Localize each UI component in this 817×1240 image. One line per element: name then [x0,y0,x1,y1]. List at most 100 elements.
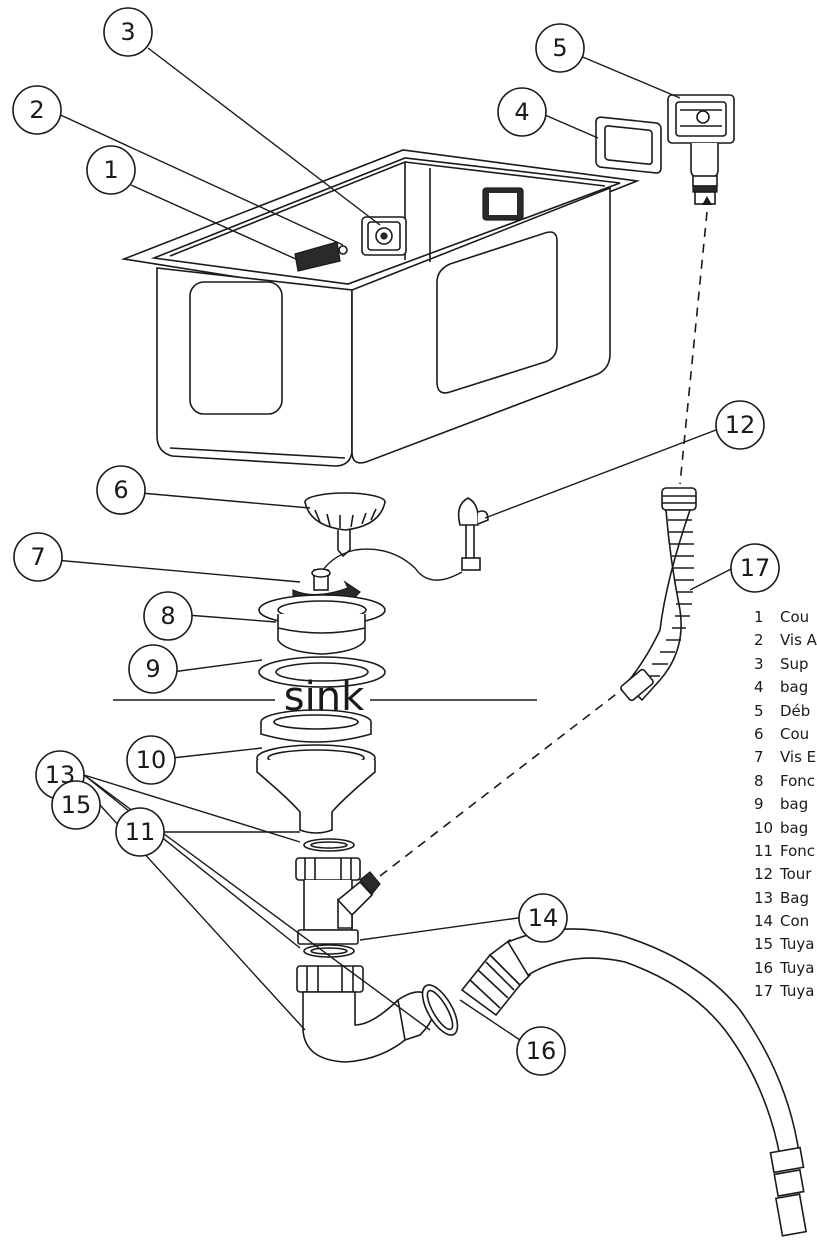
callout-1-number: 1 [103,156,118,184]
callout-10: 10 [126,735,176,785]
legend-row: 3 Sup [754,653,817,676]
legend-label: Fonc [780,771,816,790]
legend-label: Cou [780,608,810,626]
callout-6: 6 [96,465,146,515]
part-17-corrugated-hose [620,487,697,702]
part-15-trap [296,965,436,1063]
callout-8: 8 [143,591,193,641]
callout-12-number: 12 [725,411,756,439]
part-2-screw [338,245,348,255]
callout-4-number: 4 [514,98,529,126]
callout-17-number: 17 [740,554,771,582]
callout-9: 9 [128,644,178,694]
legend-number: 11 [754,841,774,860]
part-6-strainer [304,492,386,558]
sink-basin [120,149,641,467]
callout-11: 11 [115,807,165,857]
callout-11-number: 11 [125,818,156,846]
legend-row: 7 Vis E [754,746,817,769]
legend-row: 9 bag [754,793,817,816]
legend-row: 11 Fonc [754,840,817,863]
legend-row: 13 Bag [754,887,817,910]
legend-label: Vis E [780,748,817,767]
legend-row: 10 bag [754,817,817,840]
callout-2: 2 [12,85,62,135]
callout-16: 16 [516,1026,566,1076]
part-1-cover [294,241,341,272]
callout-15: 15 [51,780,101,830]
legend-number: 16 [754,958,774,977]
legend-number: 14 [754,912,774,931]
legend-row: 1 Cou [754,606,817,629]
legend-label: Con [780,912,810,931]
legend-number: 17 [754,982,774,1001]
part-14-connector [295,857,381,945]
callout-12: 12 [715,400,765,450]
legend-number: 12 [754,865,774,884]
part-9-gasket [258,656,386,688]
part-13-gasket-b [303,944,355,958]
part-11-funnel [256,744,376,834]
callout-14-number: 14 [528,904,559,932]
legend-label: Tuya [780,935,815,954]
legend-label: Bag [780,888,810,907]
legend-number: 5 [754,701,764,720]
legend-label: Cou [780,724,810,743]
part-5-overflow [667,94,735,205]
part-12-knob [319,497,489,581]
legend-row: 5 Déb [754,700,817,723]
callout-5: 5 [535,23,585,73]
callout-1: 1 [86,145,136,195]
legend-label: Fonc [780,841,816,860]
legend-label: bag [780,795,809,814]
part-4-gasket [595,116,662,174]
legend-row: 6 Cou [754,723,817,746]
legend-row: 8 Fonc [754,770,817,793]
legend-row: 17 Tuya [754,980,817,1003]
legend-number: 8 [754,771,764,790]
part-13-gasket-c [421,984,459,1036]
legend-row: 12 Tour [754,863,817,886]
callout-15-number: 15 [61,791,92,819]
callout-8-number: 8 [160,602,175,630]
callout-5-number: 5 [552,34,567,62]
legend-row: 16 Tuya [754,957,817,980]
part-13-gasket-a [303,838,355,852]
part-10-gasket [260,709,372,743]
legend-label: Déb [780,701,811,720]
legend-label: Tour [780,865,812,884]
callout-9-number: 9 [145,655,160,683]
callout-14: 14 [518,893,568,943]
legend-label: bag [780,818,809,837]
legend-label: Vis A [780,631,817,650]
part-8-flange [258,594,386,655]
legend-number: 2 [754,631,764,650]
legend-label: Tuya [780,982,815,1001]
callout-16-number: 16 [526,1037,557,1065]
legend-number: 10 [754,818,774,837]
callout-7: 7 [13,532,63,582]
legend-number: 1 [754,608,764,626]
legend-label: Tuya [780,958,815,977]
legend-number: 3 [754,654,764,673]
callout-2-number: 2 [29,96,44,124]
callout-3-number: 3 [120,18,135,46]
connection-line-hose [379,687,625,877]
legend-number: 7 [754,748,764,767]
legend-label: Sup [780,654,809,673]
legend-number: 9 [754,795,764,814]
callout-4: 4 [497,87,547,137]
legend-number: 13 [754,888,774,907]
legend-row: 14 Con [754,910,817,933]
legend-row: 2 Vis A [754,629,817,652]
part-16-hose [460,928,808,1237]
legend-number: 6 [754,724,764,743]
callout-10-number: 10 [136,746,167,774]
connection-line-overflow [679,196,712,485]
callout-17: 17 [730,543,780,593]
callout-3: 3 [103,7,153,57]
